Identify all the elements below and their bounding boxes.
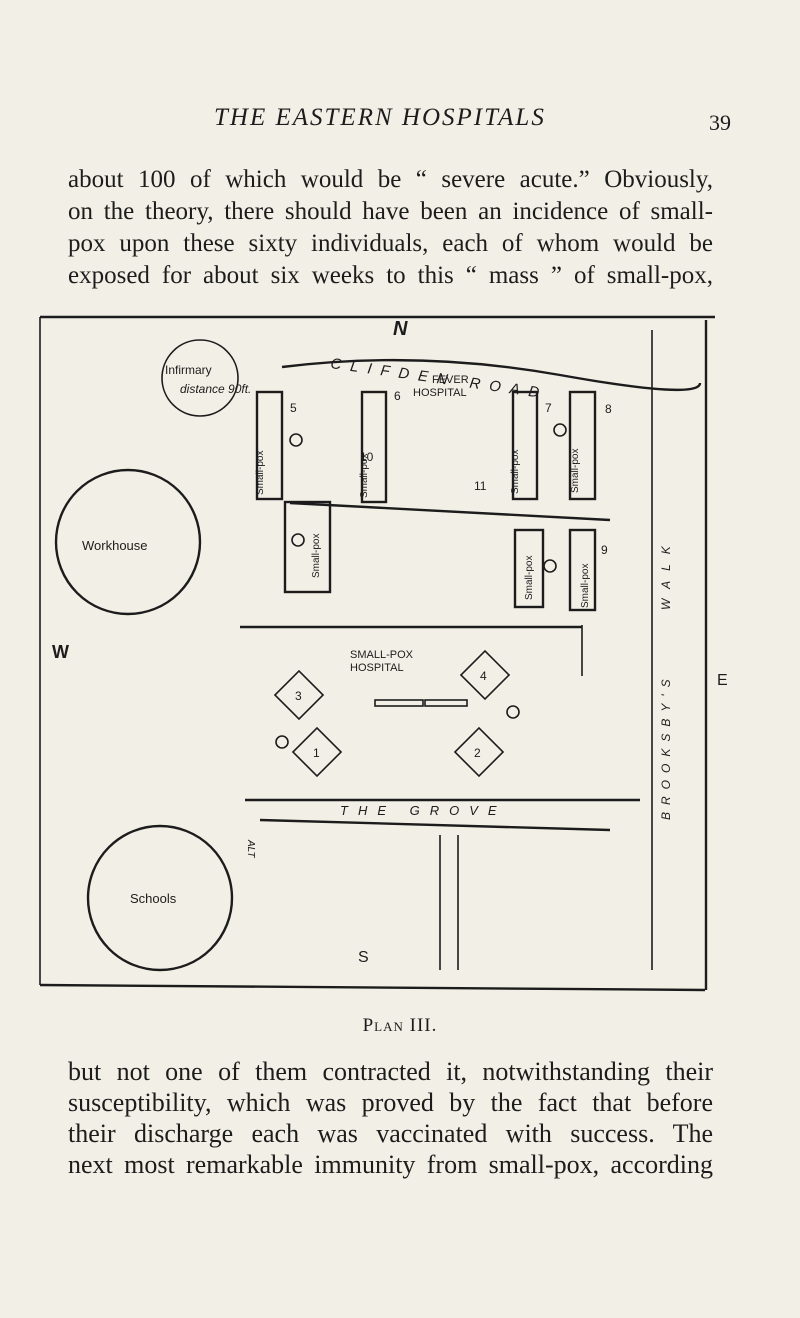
walk-label: WALK	[659, 536, 673, 610]
ward-11-number: 11	[474, 479, 487, 493]
ward-5-number: 5	[290, 401, 297, 415]
ward-6-label: Small-pox	[359, 454, 370, 498]
running-head: THE EASTERN HOSPITALS 39	[0, 104, 800, 144]
frame-bottom	[39, 983, 706, 992]
fever-hospital-label-1: FEVER	[432, 374, 469, 386]
pavilion-tank-left	[275, 735, 289, 749]
ward-10-number: 10	[360, 450, 374, 464]
text-line: exposed for about six weeks to this “ ma…	[68, 262, 713, 289]
pavilion-3-number: 3	[295, 689, 302, 703]
ward-left-block	[283, 500, 332, 594]
page-number: 39	[709, 110, 731, 135]
paragraph-top: about 100 of which would be “ severe acu…	[68, 164, 713, 292]
paragraph-bottom: but not one of them contracted it, notwi…	[68, 1056, 713, 1180]
ward-left-tank	[291, 533, 305, 547]
clifden-road	[281, 358, 702, 392]
ward-9-block	[568, 528, 597, 612]
ward-9a-tank	[543, 559, 557, 573]
text-line: pox upon these sixty individuals, each o…	[68, 230, 713, 257]
site-plan: N W E S CLIFDEN ROAD WALK BROOKSBY'S THE…	[39, 315, 728, 992]
east-label: E	[717, 672, 728, 689]
ward-6-block	[360, 390, 388, 504]
south-label: S	[358, 949, 369, 966]
running-title: THE EASTERN HOSPITALS	[214, 104, 546, 131]
west-label: W	[52, 642, 69, 662]
pavilion-2	[453, 726, 505, 778]
text-line: but not one of them contracted it, notwi…	[68, 1057, 713, 1086]
ward-8-block	[568, 390, 597, 501]
pavilion-4-number: 4	[480, 669, 487, 683]
ward-7-label: Small-pox	[510, 450, 521, 494]
ward-9-number: 9	[601, 543, 608, 557]
schools-outline	[86, 824, 234, 972]
alt-road-label: ALT	[245, 839, 256, 858]
ward-8-number: 8	[605, 402, 612, 416]
distance-label: distance 90ft.	[180, 382, 251, 396]
admin-block-a	[374, 699, 424, 707]
ward-5-tank	[289, 433, 303, 447]
smallpox-hospital-label-2: HOSPITAL	[350, 662, 404, 674]
ward-7-number: 7	[545, 401, 552, 415]
pavilion-3	[273, 669, 325, 721]
ward-left-label: Small-pox	[311, 534, 322, 578]
workhouse-outline	[54, 468, 202, 616]
ward-7-block	[511, 390, 539, 501]
ward-9a-label: Small-pox	[524, 556, 535, 600]
pavilion-1-number: 1	[313, 746, 320, 760]
text-line: on the theory, there should have been an…	[68, 198, 713, 225]
workhouse-label: Workhouse	[82, 538, 148, 553]
pavilion-1	[291, 726, 343, 778]
text-line: next most remarkable immunity from small…	[68, 1150, 713, 1179]
smallpox-hospital-label-1: SMALL-POX	[350, 649, 414, 661]
ward-5-label: Small-pox	[255, 451, 266, 495]
ward-5-block	[255, 390, 284, 501]
north-label: N	[393, 318, 408, 340]
the-grove-road-bottom	[259, 818, 611, 832]
text-line: susceptibility, which was proved by the …	[68, 1088, 713, 1117]
ward-6-number: 6	[394, 389, 401, 403]
ward-7-tank	[553, 423, 567, 437]
infirmary-label: Infirmary	[165, 363, 212, 377]
infirmary-outline	[161, 339, 239, 417]
schools-label: Schools	[130, 891, 177, 906]
pavilion-2-number: 2	[474, 746, 481, 760]
ward-9-label: Small-pox	[580, 564, 591, 608]
brooksby-label: BROOKSBY'S	[659, 672, 673, 820]
pavilion-4	[459, 649, 511, 701]
admin-block-b	[424, 699, 468, 707]
ward-9a-block	[513, 528, 545, 609]
plan-caption: Plan III.	[362, 1015, 438, 1036]
fever-hospital-corridor	[289, 501, 611, 522]
pavilion-tank-right	[506, 705, 520, 719]
text-line: their discharge each was vaccinated with…	[68, 1119, 713, 1148]
fever-hospital-label-2: HOSPITAL	[413, 387, 467, 399]
ward-8-label: Small-pox	[570, 449, 581, 493]
the-grove-label: THE GROVE	[340, 803, 507, 818]
text-line: about 100 of which would be “ severe acu…	[68, 166, 713, 193]
